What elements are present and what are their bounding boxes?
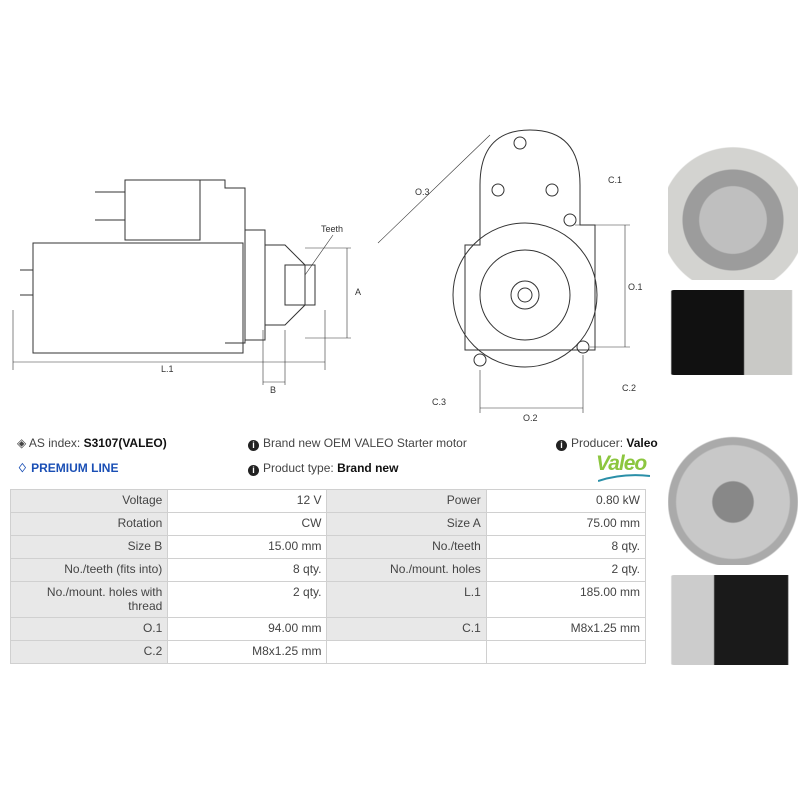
spec-value: 2 qty. [167, 581, 328, 618]
spec-label: No./teeth [326, 535, 487, 559]
a-label: A [355, 287, 361, 297]
premium-line-badge: ♢ PREMIUM LINE [17, 461, 119, 475]
spec-label: Size A [326, 512, 487, 536]
side-view-diagram: Teeth A L.1 B [12, 179, 361, 395]
product-photo-front[interactable] [668, 130, 798, 280]
spec-value: 12 V [167, 489, 328, 513]
c1-label: C.1 [608, 175, 622, 185]
spec-value: M8x1.25 mm [167, 640, 328, 664]
spec-label: L.1 [326, 581, 487, 618]
spec-value: 15.00 mm [167, 535, 328, 559]
valeo-logo-swoosh [598, 474, 650, 482]
info-icon: i [248, 465, 259, 476]
b-label: B [270, 385, 276, 395]
o1-label: O.1 [628, 282, 643, 292]
spec-value: 94.00 mm [167, 617, 328, 641]
product-photo-rear[interactable] [668, 385, 798, 565]
spec-value: 75.00 mm [485, 512, 647, 536]
o2-label: O.2 [523, 413, 538, 423]
spec-label: C.2 [9, 640, 169, 664]
spec-label: O.1 [9, 617, 169, 641]
spec-label: Voltage [9, 489, 169, 513]
o3-label: O.3 [415, 187, 430, 197]
teeth-label: Teeth [321, 224, 343, 234]
l1-label: L.1 [161, 364, 174, 374]
spec-row: No./teeth (fits into)8 qty.No./mount. ho… [9, 558, 647, 582]
spec-label: C.1 [326, 617, 487, 641]
tags-icon: ◈ [17, 436, 27, 450]
spec-value: 8 qty. [167, 558, 328, 582]
spec-label: No./mount. holes with thread [9, 581, 169, 618]
spec-label: Power [326, 489, 487, 513]
spec-label: Size B [9, 535, 169, 559]
spec-label: No./mount. holes [326, 558, 487, 582]
diamond-icon: ♢ [17, 461, 28, 475]
info-icon: i [556, 440, 567, 451]
as-index: ◈ AS index: S3107(VALEO) [17, 436, 167, 450]
product-photo-side[interactable] [668, 290, 798, 375]
spec-value [485, 640, 647, 664]
spec-value: 8 qty. [485, 535, 647, 559]
front-view-diagram: O.3 C.1 O.1 C.2 C.3 O.2 [377, 129, 643, 423]
product-photo-side-2[interactable] [668, 575, 798, 665]
spec-label: No./teeth (fits into) [9, 558, 169, 582]
valeo-logo: Valeo [596, 452, 647, 475]
spec-label: Rotation [9, 512, 169, 536]
c3-label: C.3 [432, 397, 446, 407]
spec-value: CW [167, 512, 328, 536]
info-icon: i [248, 440, 259, 451]
spec-value: M8x1.25 mm [485, 617, 647, 641]
spec-value: 0.80 kW [485, 489, 647, 513]
spec-value: 185.00 mm [485, 581, 647, 618]
spec-value: 2 qty. [485, 558, 647, 582]
spec-label [326, 640, 487, 664]
c2-label: C.2 [622, 383, 636, 393]
